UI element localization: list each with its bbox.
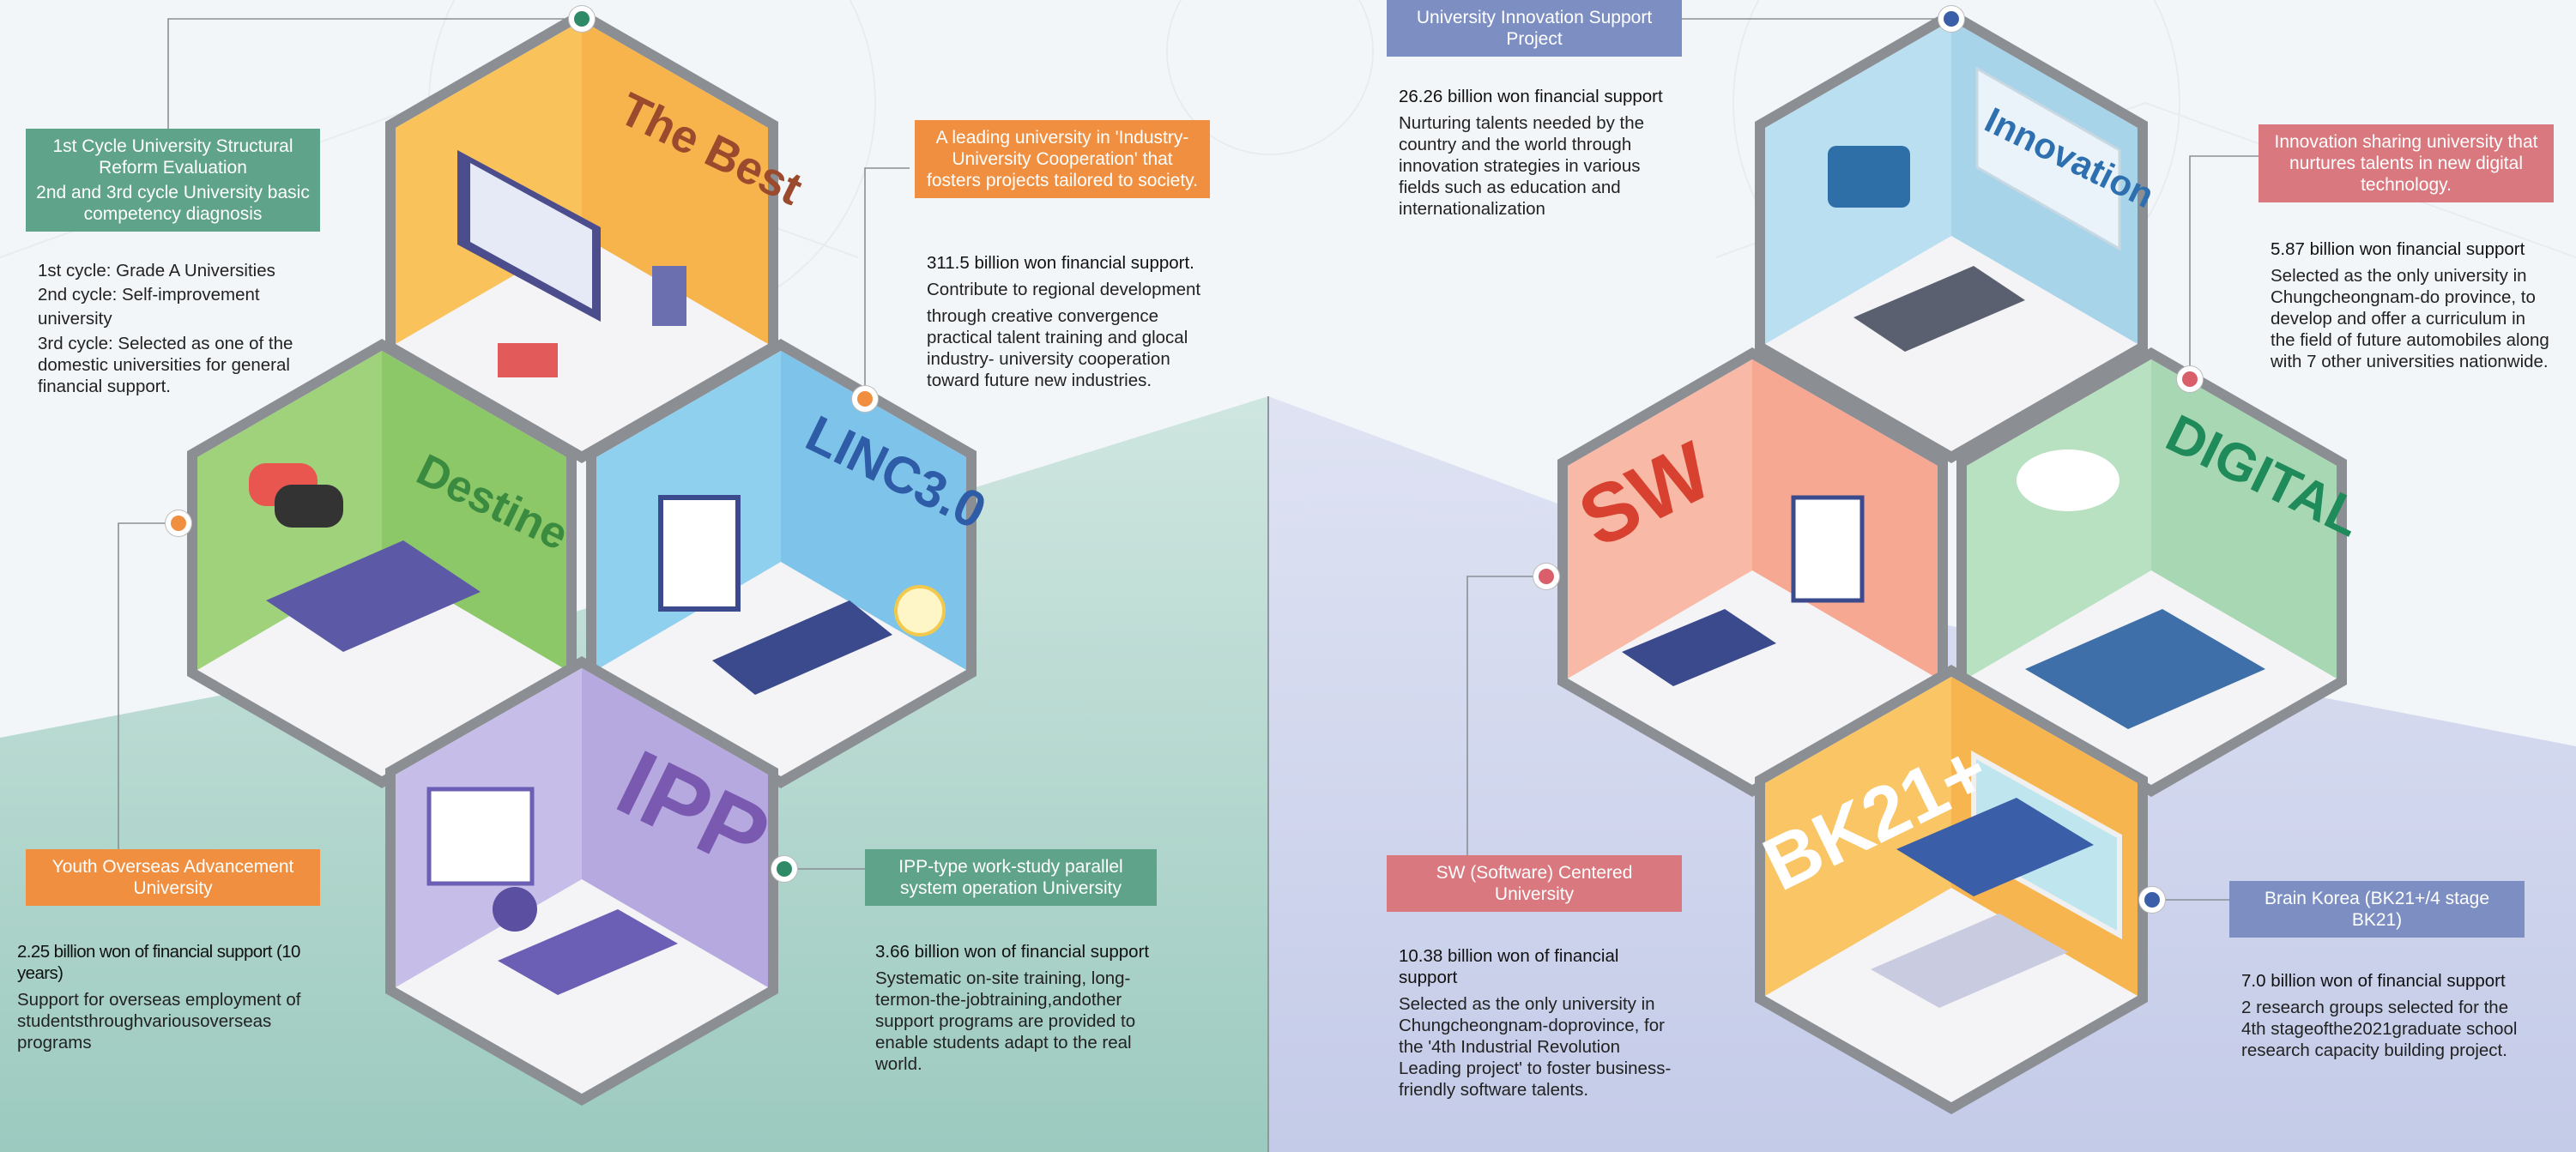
hexagon-ipp	[385, 656, 778, 1106]
hexagon-bk21	[1755, 665, 2148, 1114]
hexagon-sw	[1557, 347, 1948, 797]
leader-lines	[118, 18, 2259, 901]
hexagon-digital	[1956, 347, 2347, 797]
hexagon-linc	[586, 339, 977, 788]
hexagon-destine	[187, 339, 577, 788]
hexagon-the-best	[385, 9, 778, 463]
hexagon-innovation	[1755, 9, 2148, 463]
